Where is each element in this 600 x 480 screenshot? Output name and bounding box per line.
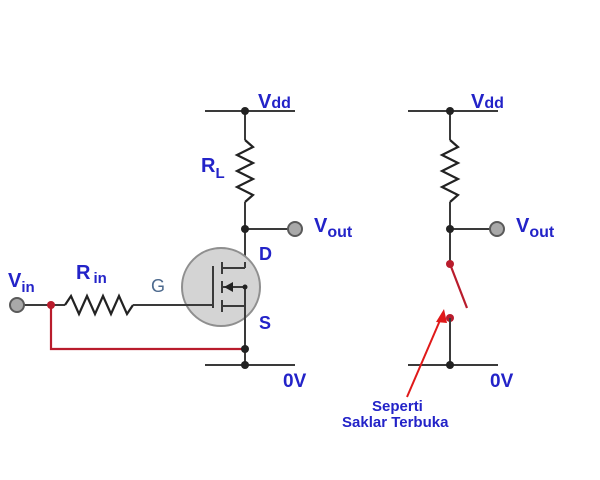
rl-label: RL <box>201 155 225 182</box>
input-return-wire <box>49 305 245 351</box>
right-vdd-junction-dot <box>446 107 454 115</box>
left-ground-junction-dot <box>241 361 249 369</box>
left-ground-label: 0V <box>283 371 307 392</box>
input-resistor <box>64 293 134 317</box>
annotation-arrow-line <box>406 317 442 398</box>
gate-label: G <box>151 276 165 296</box>
right-ground-label: 0V <box>490 371 514 392</box>
right-vout-label: Vout <box>516 215 555 241</box>
load-resistor <box>234 139 256 203</box>
body-junction-dot <box>242 284 248 290</box>
left-vout-label: Vout <box>314 215 353 241</box>
vin-label: Vin <box>8 270 35 296</box>
annotation-arrow-icon <box>436 309 447 323</box>
right-vdd-label: Vdd <box>471 91 504 113</box>
vin-terminal <box>9 297 25 313</box>
left-return-junction-dot <box>241 345 249 353</box>
source-label: S <box>259 313 271 333</box>
open-switch-blade <box>448 263 469 309</box>
switch-top-contact <box>446 260 454 268</box>
right-vout-junction-dot <box>446 225 454 233</box>
vin-junction-dot <box>47 301 55 309</box>
drain-label: D <box>259 244 272 264</box>
left-vdd-junction-dot <box>241 107 249 115</box>
right-vout-terminal <box>489 221 505 237</box>
right-circuit: Vdd Vout 0V Seperti Saklar Terbuka <box>342 91 555 431</box>
body-arrow-icon <box>224 282 233 292</box>
annotation-line-2: Saklar Terbuka <box>342 414 449 431</box>
left-vdd-label: Vdd <box>258 91 291 113</box>
annotation-line-1: Seperti <box>372 398 423 415</box>
right-load-resistor <box>439 139 461 203</box>
mosfet-transistor <box>181 247 261 327</box>
left-vout-junction-dot <box>241 225 249 233</box>
right-ground-junction-dot <box>446 361 454 369</box>
left-vout-terminal <box>287 221 303 237</box>
